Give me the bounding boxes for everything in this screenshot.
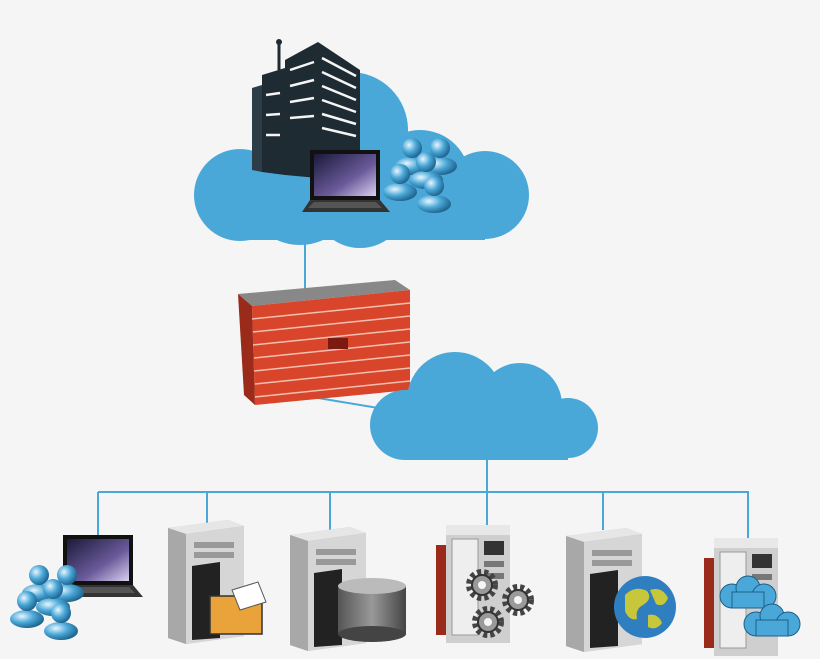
brick-firewall-icon (238, 280, 411, 405)
office-building-icon (252, 39, 360, 178)
node-application-server (435, 524, 531, 644)
laptop-icon (302, 150, 390, 212)
node-web-server (566, 528, 676, 652)
globe-icon (614, 576, 676, 638)
top-cloud (194, 39, 529, 248)
middle-cloud (370, 352, 598, 460)
folder-icon (209, 581, 267, 635)
user-group-icon (10, 565, 84, 640)
database-icon (338, 578, 406, 642)
node-file-server (168, 520, 267, 644)
node-cloud-server (703, 537, 801, 657)
node-database-server (290, 527, 406, 651)
node-users-with-laptop (10, 535, 143, 640)
